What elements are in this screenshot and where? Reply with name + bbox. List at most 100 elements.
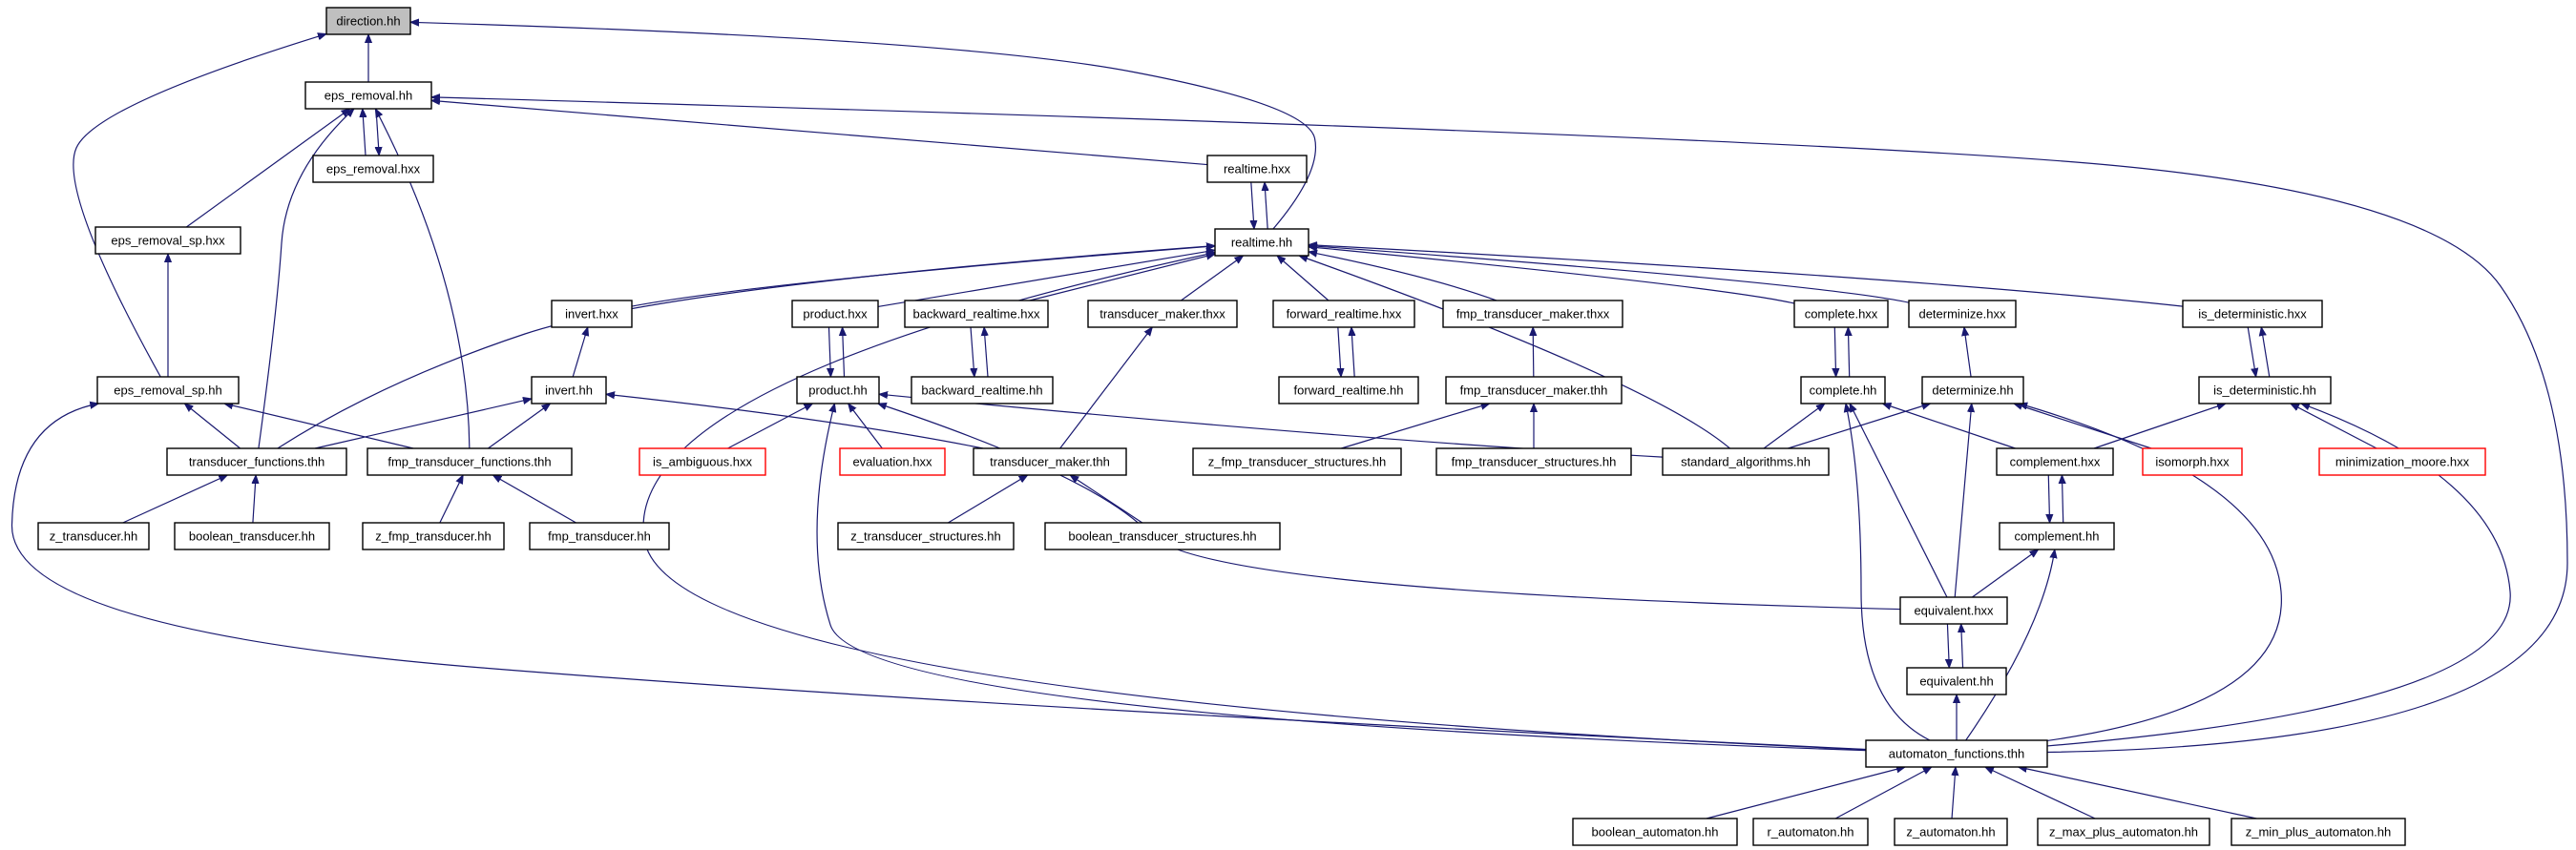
node-z-automaton-hh[interactable]: z_automaton.hh: [1894, 818, 2008, 846]
node-box: [1921, 376, 2024, 404]
node-z-fmp-transducer-structures-hh[interactable]: z_fmp_transducer_structures.hh: [1192, 447, 1402, 476]
edge-z-fmp-transducer-hh-to-fmp-transducer-functions-thh: [439, 475, 464, 524]
edge-realtime-hxx-to-eps-removal-hh: [431, 100, 1208, 166]
node-box: [304, 81, 432, 110]
node-boolean-transducer-structures-hh[interactable]: boolean_transducer_structures.hh: [1044, 522, 1281, 550]
node-automaton-functions-thh[interactable]: automaton_functions.thh: [1865, 739, 2048, 768]
node-fmp-transducer-structures-hh[interactable]: fmp_transducer_structures.hh: [1435, 447, 1632, 476]
node-z-max-plus-automaton-hh[interactable]: z_max_plus_automaton.hh: [2037, 818, 2210, 846]
node-box: [2230, 818, 2406, 846]
edge-z-min-plus-automaton-hh-to-automaton-functions-thh: [2019, 767, 2257, 819]
node-is-ambiguous-hxx[interactable]: is_ambiguous.hxx: [639, 447, 766, 476]
edge-z-max-plus-automaton-hh-to-automaton-functions-thh: [1985, 766, 2096, 819]
node-complete-hh[interactable]: complete.hh: [1800, 376, 1886, 404]
node-label: r_automaton.hh: [1767, 825, 1853, 840]
node-box: [1662, 447, 1830, 476]
edge-equivalent-hxx-to-equivalent-hh: [1947, 623, 1949, 668]
node-complement-hh[interactable]: complement.hh: [1999, 522, 2115, 550]
node-box: [796, 376, 880, 404]
node-eps-removal-sp-hh[interactable]: eps_removal_sp.hh: [96, 376, 240, 404]
node-r-automaton-hh[interactable]: r_automaton.hh: [1752, 818, 1869, 846]
edge-realtime-hh-to-realtime-hxx: [1265, 182, 1267, 230]
node-determinize-hxx[interactable]: determinize.hxx: [1908, 300, 2017, 328]
edge-backward-realtime-hxx-to-realtime-hh: [1029, 254, 1215, 301]
node-label: boolean_transducer_structures.hh: [1068, 529, 1256, 544]
node-complement-hxx[interactable]: complement.hxx: [1996, 447, 2114, 476]
edge-complement-hh-to-complement-hxx: [2062, 475, 2063, 524]
node-label: is_ambiguous.hxx: [653, 455, 753, 469]
node-backward-realtime-hxx[interactable]: backward_realtime.hxx: [904, 300, 1049, 328]
node-label: equivalent.hxx: [1914, 604, 1994, 618]
edge-standard-algorithms-hh-to-complete-hh: [1763, 404, 1825, 449]
node-fmp-transducer-hh[interactable]: fmp_transducer.hh: [529, 522, 670, 550]
node-equivalent-hh[interactable]: equivalent.hh: [1906, 667, 2007, 695]
edge-transducer-functions-thh-to-invert-hh: [314, 399, 532, 449]
node-z-transducer-hh[interactable]: z_transducer.hh: [37, 522, 150, 550]
node-realtime-hh[interactable]: realtime.hh: [1214, 228, 1309, 257]
node-fmp-transducer-functions-thh[interactable]: fmp_transducer_functions.thh: [367, 447, 573, 476]
node-label: transducer_functions.thh: [189, 455, 325, 469]
node-label: z_fmp_transducer_structures.hh: [1208, 455, 1386, 469]
edge-is-ambiguous-hxx-to-product-hh: [727, 404, 813, 449]
node-box: [2142, 447, 2243, 476]
node-minimization-moore-hxx[interactable]: minimization_moore.hxx: [2318, 447, 2486, 476]
node-label: product.hh: [808, 384, 867, 398]
edge-backward-realtime-hxx-to-backward-realtime-hh: [971, 326, 974, 377]
node-z-transducer-structures-hh[interactable]: z_transducer_structures.hh: [837, 522, 1015, 550]
node-eps-removal-hxx[interactable]: eps_removal.hxx: [312, 155, 434, 183]
node-label: fmp_transducer_functions.thh: [387, 455, 551, 469]
edge-invert-hh-to-invert-hxx: [572, 327, 588, 378]
node-direction-hh[interactable]: direction.hh: [325, 7, 411, 35]
node-box: [1278, 376, 1419, 404]
node-isomorph-hxx[interactable]: isomorph.hxx: [2142, 447, 2243, 476]
node-boolean-automaton-hh[interactable]: boolean_automaton.hh: [1572, 818, 1738, 846]
node-label: z_transducer_structures.hh: [850, 529, 1001, 544]
edge-fmp-transducer-maker-thxx-to-realtime-hh: [1309, 252, 1497, 301]
node-forward-realtime-hxx[interactable]: forward_realtime.hxx: [1272, 300, 1415, 328]
node-standard-algorithms-hh[interactable]: standard_algorithms.hh: [1662, 447, 1830, 476]
node-transducer-maker-thxx[interactable]: transducer_maker.thxx: [1087, 300, 1238, 328]
node-label: determinize.hxx: [1918, 307, 2006, 321]
node-is-deterministic-hh[interactable]: is_deterministic.hh: [2198, 376, 2332, 404]
node-label: complement.hxx: [2010, 455, 2101, 469]
node-transducer-functions-thh[interactable]: transducer_functions.thh: [166, 447, 347, 476]
node-fmp-transducer-maker-thh[interactable]: fmp_transducer_maker.thh: [1445, 376, 1623, 404]
edge-complete-hxx-to-realtime-hh: [1309, 247, 1795, 304]
node-transducer-maker-thh[interactable]: transducer_maker.thh: [973, 447, 1127, 476]
node-complete-hxx[interactable]: complete.hxx: [1793, 300, 1889, 328]
node-box: [2182, 300, 2323, 328]
node-fmp-transducer-maker-thxx[interactable]: fmp_transducer_maker.thxx: [1442, 300, 1623, 328]
node-equivalent-hxx[interactable]: equivalent.hxx: [1899, 596, 2008, 625]
edge-z-transducer-structures-hh-to-transducer-maker-thh: [948, 475, 1027, 524]
node-realtime-hxx[interactable]: realtime.hxx: [1206, 155, 1308, 183]
node-product-hxx[interactable]: product.hxx: [791, 300, 879, 328]
edge-fmp-transducer-maker-thh-to-fmp-transducer-maker-thxx: [1533, 327, 1534, 378]
node-label: complete.hh: [1810, 384, 1877, 398]
node-box: [551, 300, 633, 328]
node-eps-removal-hh[interactable]: eps_removal.hh: [304, 81, 432, 110]
node-z-min-plus-automaton-hh[interactable]: z_min_plus_automaton.hh: [2230, 818, 2406, 846]
edge-transducer-maker-thh-to-transducer-maker-thxx: [1059, 327, 1153, 449]
node-invert-hxx[interactable]: invert.hxx: [551, 300, 633, 328]
node-boolean-transducer-hh[interactable]: boolean_transducer.hh: [174, 522, 330, 550]
node-backward-realtime-hh[interactable]: backward_realtime.hh: [911, 376, 1054, 404]
node-label: eps_removal.hh: [325, 89, 413, 103]
node-label: complement.hh: [2015, 529, 2100, 544]
node-box: [94, 226, 241, 255]
edge-is-deterministic-hxx-to-realtime-hh: [1309, 245, 2184, 307]
edge-determinize-hxx-to-realtime-hh: [1309, 246, 1910, 303]
node-z-fmp-transducer-hh[interactable]: z_fmp_transducer.hh: [362, 522, 505, 550]
node-invert-hh[interactable]: invert.hh: [531, 376, 607, 404]
node-forward-realtime-hh[interactable]: forward_realtime.hh: [1278, 376, 1419, 404]
node-eps-removal-sp-hxx[interactable]: eps_removal_sp.hxx: [94, 226, 241, 255]
edge-boolean-automaton-hh-to-automaton-functions-thh: [1706, 767, 1905, 819]
node-evaluation-hxx[interactable]: evaluation.hxx: [839, 447, 946, 476]
edge-standard-algorithms-hh-to-determinize-hh: [1788, 404, 1930, 449]
edge-complement-hxx-to-complete-hh: [1882, 404, 2016, 449]
node-label: backward_realtime.hxx: [913, 307, 1040, 321]
edge-transducer-maker-thxx-to-realtime-hh: [1181, 256, 1243, 301]
node-determinize-hh[interactable]: determinize.hh: [1921, 376, 2024, 404]
node-product-hh[interactable]: product.hh: [796, 376, 880, 404]
node-box: [1999, 522, 2115, 550]
node-is-deterministic-hxx[interactable]: is_deterministic.hxx: [2182, 300, 2323, 328]
